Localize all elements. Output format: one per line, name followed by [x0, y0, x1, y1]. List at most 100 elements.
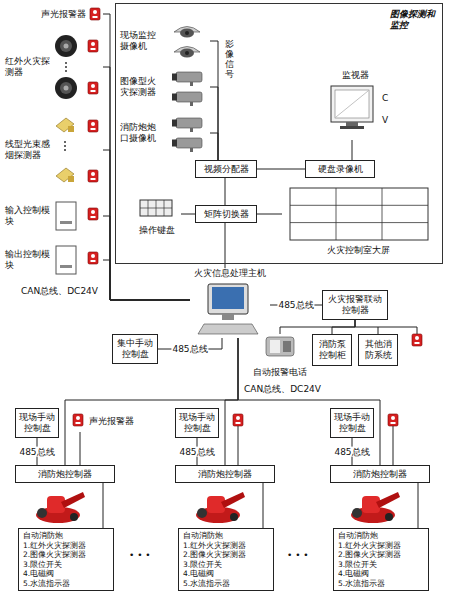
process-box: 消防炮控制器 [175, 465, 275, 483]
connector [280, 320, 355, 334]
host-label: 火灾信息处理主机 [190, 268, 270, 338]
cannon-icon [351, 492, 400, 523]
monitor-icon [335, 90, 369, 118]
node-text: 消防炮控制器 [38, 469, 92, 480]
screen-wall [290, 188, 428, 240]
node-text: 集中手动控制盘 [116, 338, 154, 360]
list-box: 自动消防炮1.红外火灾探测器2.图像火灾探测器3.限位开关4.电磁阀5.水流指示… [178, 528, 274, 591]
connector [103, 216, 190, 300]
list-heading: 自动消防炮 [338, 531, 424, 541]
alarm-icon [88, 208, 98, 220]
camera-icon [172, 72, 202, 86]
connector [80, 432, 81, 465]
connector [210, 133, 218, 160]
alarm-icon [412, 334, 422, 346]
device-label: 声光报警器 [5, 4, 103, 24]
monitor-terminal: V [381, 115, 389, 126]
node-text: 声光报警器 [89, 416, 134, 427]
alarm-icon [90, 8, 100, 20]
connector [270, 305, 322, 306]
connector [197, 438, 198, 465]
alarm-icon [233, 414, 243, 426]
computer-icon [198, 324, 258, 334]
keyboard-label: 操作键盘 [133, 198, 181, 236]
list-item: 5.水流指示器 [23, 579, 109, 589]
phone-icon [266, 337, 294, 356]
bus-label: CAN总线、DC24V [20, 286, 99, 297]
process-box: 消防炮控制器 [15, 465, 115, 483]
list-box: 自动消防炮1.红外火灾探测器2.图像火灾探测器3.限位开关4.电磁阀5.水流指示… [18, 528, 114, 591]
wire [238, 327, 417, 465]
bus-label: 485总线 [178, 446, 215, 457]
node-text: 现场手动控制盘 [334, 412, 370, 434]
bus-label: 485总线 [18, 446, 55, 457]
list-box: 自动消防炮1.红外火灾探测器2.图像火灾探测器3.限位开关4.电磁阀5.水流指示… [333, 528, 429, 591]
connector [257, 214, 282, 215]
signal-label: 影像信号 [224, 40, 235, 80]
monitor-icon [340, 126, 364, 129]
camera-label: 消防炮炮口摄像机 [120, 112, 210, 154]
ellipsis-dot [64, 62, 67, 151]
node-text: 自动报警电话 [253, 367, 307, 378]
bus-label: CAN总线、DC24V [243, 384, 322, 395]
device-label: 输出控制模块 [5, 240, 103, 280]
node-text: 消防炮控制器 [198, 469, 252, 480]
ellipsis-dot [64, 149, 66, 151]
camera-icon [174, 47, 200, 58]
alarm-icon [88, 82, 98, 94]
connector [263, 483, 264, 528]
process-box: 火灾报警联动控制器 [322, 290, 388, 320]
connector [37, 438, 38, 465]
alarm-icon [73, 414, 83, 426]
connector [332, 320, 355, 334]
node-text: 火灾报警联动控制器 [326, 294, 384, 316]
device-label: 红外火灾探测器 [5, 28, 103, 106]
computer-icon [198, 284, 258, 334]
monitor-icon [331, 86, 373, 122]
alarm-icon [388, 414, 398, 426]
process-box: 硬盘录像机 [305, 160, 375, 178]
list-heading: 自动消防炮 [23, 531, 109, 541]
list-item: 4.电磁阀 [23, 569, 109, 579]
computer-icon [208, 284, 248, 314]
list-item: 3.限位开关 [23, 560, 109, 570]
process-box: 现场手动控制盘 [15, 408, 59, 438]
monitor-icon [331, 86, 373, 129]
list-item: 3.限位开关 [338, 560, 424, 570]
list-item: 3.限位开关 [183, 560, 269, 570]
module-icon [56, 202, 76, 274]
connector [225, 223, 226, 268]
monitor-icon [346, 122, 358, 126]
beam-detector-icon [56, 118, 74, 182]
cannon-icon [196, 492, 245, 523]
node-text: 消防炮炮口摄像机 [120, 122, 160, 144]
list-item: 5.水流指示器 [183, 579, 269, 589]
process-box: 现场手动控制盘 [175, 408, 219, 438]
node-text: 现场手动控制盘 [19, 412, 55, 434]
node-text: 声光报警器 [41, 9, 86, 20]
keyboard-icon [140, 200, 172, 216]
bus-label: 485总线 [277, 300, 314, 311]
smoke-detector-icon [55, 35, 77, 57]
connector [355, 320, 378, 334]
monitor-label: 监视器 [325, 70, 385, 140]
ellipsis-dot [65, 66, 67, 68]
node-text: 矩阵切换器 [204, 209, 249, 220]
alarm-icon [88, 252, 98, 264]
node-text: 监视器 [342, 70, 369, 81]
connector [225, 178, 226, 205]
node-text: 视频分配器 [204, 164, 249, 175]
wire [393, 426, 394, 465]
group-heading: 图像探测和监控 [390, 9, 438, 31]
node-text: 现场手动控制盘 [179, 412, 215, 434]
cannon-icon [36, 492, 400, 523]
list-item: 4.电磁阀 [338, 569, 424, 579]
phone-icon [270, 340, 280, 353]
connector [352, 140, 353, 160]
node-text: 消防泵控制柜 [316, 339, 348, 361]
camera-label: 图像型火灾探测器 [120, 66, 210, 108]
node-text: 图像型火灾探测器 [120, 76, 160, 98]
group-frame: 图像探测和监控现场监控摄像机图像型火灾探测器消防炮炮口摄像机监视器视频分配器硬盘… [115, 3, 443, 264]
process-box: 集中手动控制盘 [112, 334, 158, 364]
node-text: 红外火灾探测器 [5, 56, 51, 78]
